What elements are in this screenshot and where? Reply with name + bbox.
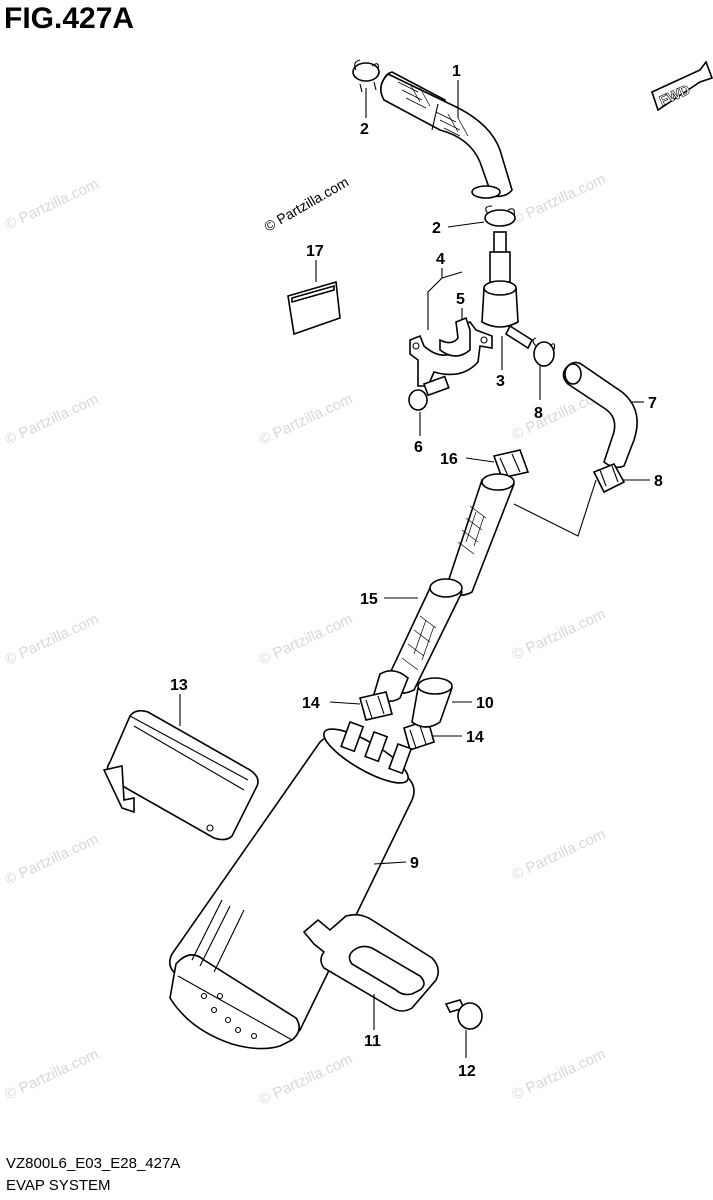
watermark: © Partzilla.com xyxy=(257,611,356,669)
hose-part-15 xyxy=(373,473,597,702)
clamp-part-14-left xyxy=(359,691,393,721)
watermark: © Partzilla.com xyxy=(3,176,102,234)
watermark: © Partzilla.com xyxy=(510,606,609,664)
figure-title: FIG.427A xyxy=(4,2,135,35)
callout-10: 10 xyxy=(476,695,494,712)
valve-part-3 xyxy=(481,231,534,350)
watermark: © Partzilla.com xyxy=(3,611,102,669)
callout-13: 13 xyxy=(170,677,188,694)
callout-6: 6 xyxy=(414,439,423,456)
clamp-part-16 xyxy=(492,449,530,479)
bolt-part-6 xyxy=(408,375,450,411)
clamp-part-2-middle xyxy=(484,205,516,227)
callout-1: 1 xyxy=(452,63,461,80)
watermark: © Partzilla.com xyxy=(3,1046,102,1104)
callout-14: 14 xyxy=(466,729,484,746)
callout-15: 15 xyxy=(360,591,378,608)
watermark: © Partzilla.com xyxy=(510,171,609,229)
watermark: © Partzilla.com xyxy=(510,1046,609,1104)
callout-labels: 1 2 2 3 4 5 6 7 8 8 9 10 11 12 13 14 14 … xyxy=(170,63,663,1080)
diagram-caption: EVAP SYSTEM xyxy=(6,1177,111,1194)
canister-part-9 xyxy=(168,720,415,1050)
callout-8: 8 xyxy=(654,473,663,490)
callout-2: 2 xyxy=(360,121,369,138)
callout-3: 3 xyxy=(496,373,505,390)
clamp-part-2-top xyxy=(352,59,380,93)
clamp-part-8-lower xyxy=(592,462,626,494)
label-part-17 xyxy=(287,280,341,336)
callout-5: 5 xyxy=(456,291,465,308)
watermark: © Partzilla.com xyxy=(3,831,102,889)
bracket-part-11 xyxy=(302,913,440,1012)
callout-17: 17 xyxy=(306,243,324,260)
callout-2: 2 xyxy=(432,220,441,237)
clamp-part-8-upper xyxy=(532,337,556,367)
watermark: © Partzilla.com xyxy=(510,826,609,884)
callout-4: 4 xyxy=(436,251,445,268)
watermark: © Partzilla.com xyxy=(3,391,102,449)
callout-9: 9 xyxy=(410,855,419,872)
cap-part-10 xyxy=(411,677,453,728)
hose-part-1 xyxy=(380,71,513,199)
fwd-arrow-icon: FWD xyxy=(651,60,713,112)
watermark: © Partzilla.com xyxy=(257,1051,356,1109)
watermark: © Partzilla.com xyxy=(257,391,356,449)
callout-12: 12 xyxy=(458,1063,476,1080)
bolt-part-12 xyxy=(444,999,483,1030)
callout-11: 11 xyxy=(364,1033,381,1050)
copyright-text: © Partzilla.com xyxy=(262,174,352,235)
fwd-label: FWD xyxy=(657,81,693,109)
callout-14: 14 xyxy=(302,695,320,712)
cover-part-13 xyxy=(102,709,259,841)
callout-8: 8 xyxy=(534,405,543,422)
diagram-code: VZ800L6_E03_E28_427A xyxy=(6,1155,181,1172)
callout-7: 7 xyxy=(648,395,657,412)
callout-16: 16 xyxy=(440,451,458,468)
bracket-part-5 xyxy=(439,316,471,357)
leader-lines xyxy=(179,80,650,1058)
